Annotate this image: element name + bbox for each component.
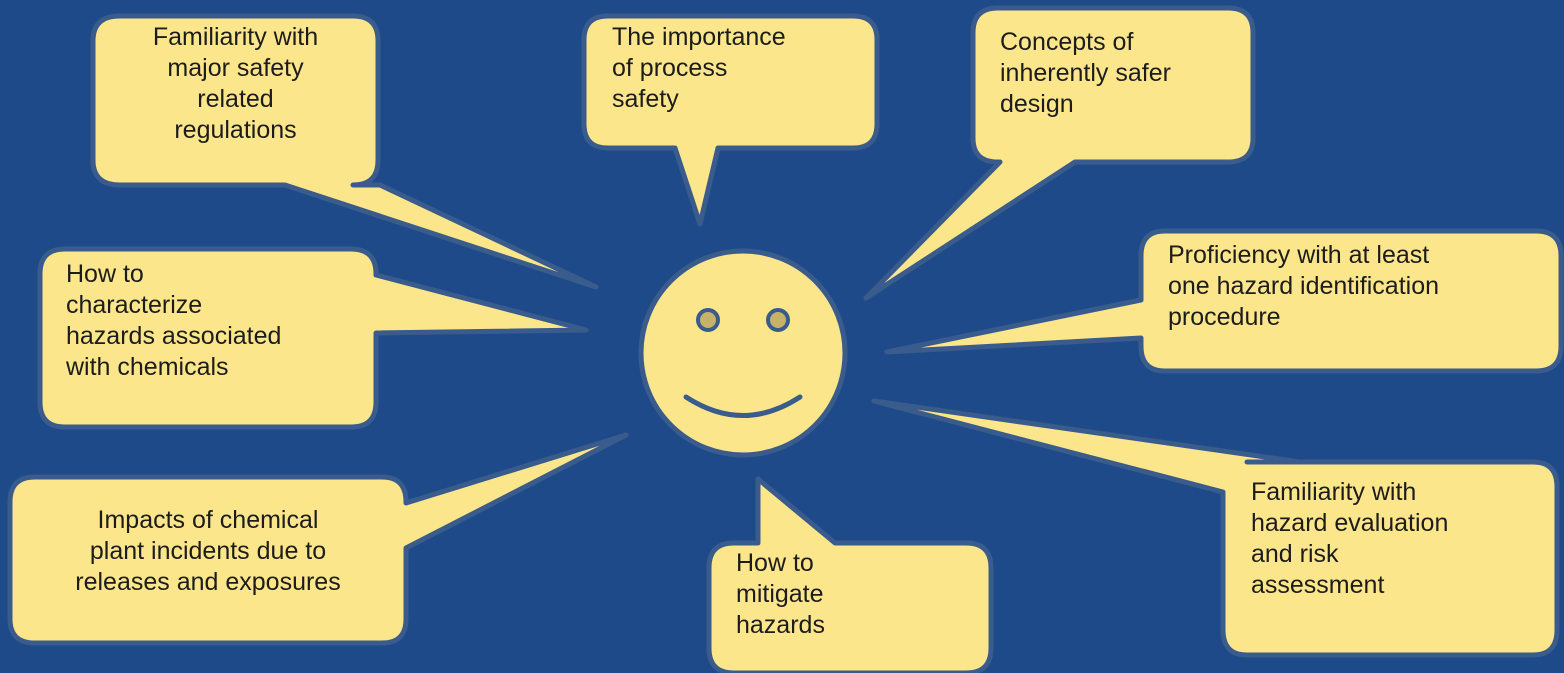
bubble-proficiency — [884, 228, 1564, 374]
bubble-evaluation — [871, 398, 1560, 658]
bubble-inherent-text: Concepts of inherently safer design — [1000, 28, 1171, 118]
bubble-evaluation-text: Familiarity with hazard evaluation and r… — [1251, 478, 1449, 599]
bubble-importance-text: The importance of process safety — [612, 23, 786, 113]
bubble-mitigate-text: How to mitigate hazards — [736, 549, 825, 639]
bubble-importance — [581, 13, 880, 227]
bubble-characterize — [37, 246, 589, 430]
smiley-face-icon — [638, 248, 848, 458]
bubble-regulations — [90, 13, 599, 290]
bubble-regulations-text: Familiarity with major safety related re… — [152, 23, 319, 144]
bubble-inherent — [863, 5, 1256, 301]
bubble-impacts — [7, 432, 629, 646]
right-eye-icon — [766, 308, 790, 332]
bubble-proficiency-text: Proficiency with at least one hazard ide… — [1168, 241, 1440, 331]
bubble-impacts-text: Impacts of chemical plant incidents due … — [75, 506, 341, 596]
left-eye-icon — [696, 308, 720, 332]
bubble-characterize-text: How to characterize hazards associated w… — [66, 260, 282, 381]
smile-icon — [683, 394, 803, 418]
